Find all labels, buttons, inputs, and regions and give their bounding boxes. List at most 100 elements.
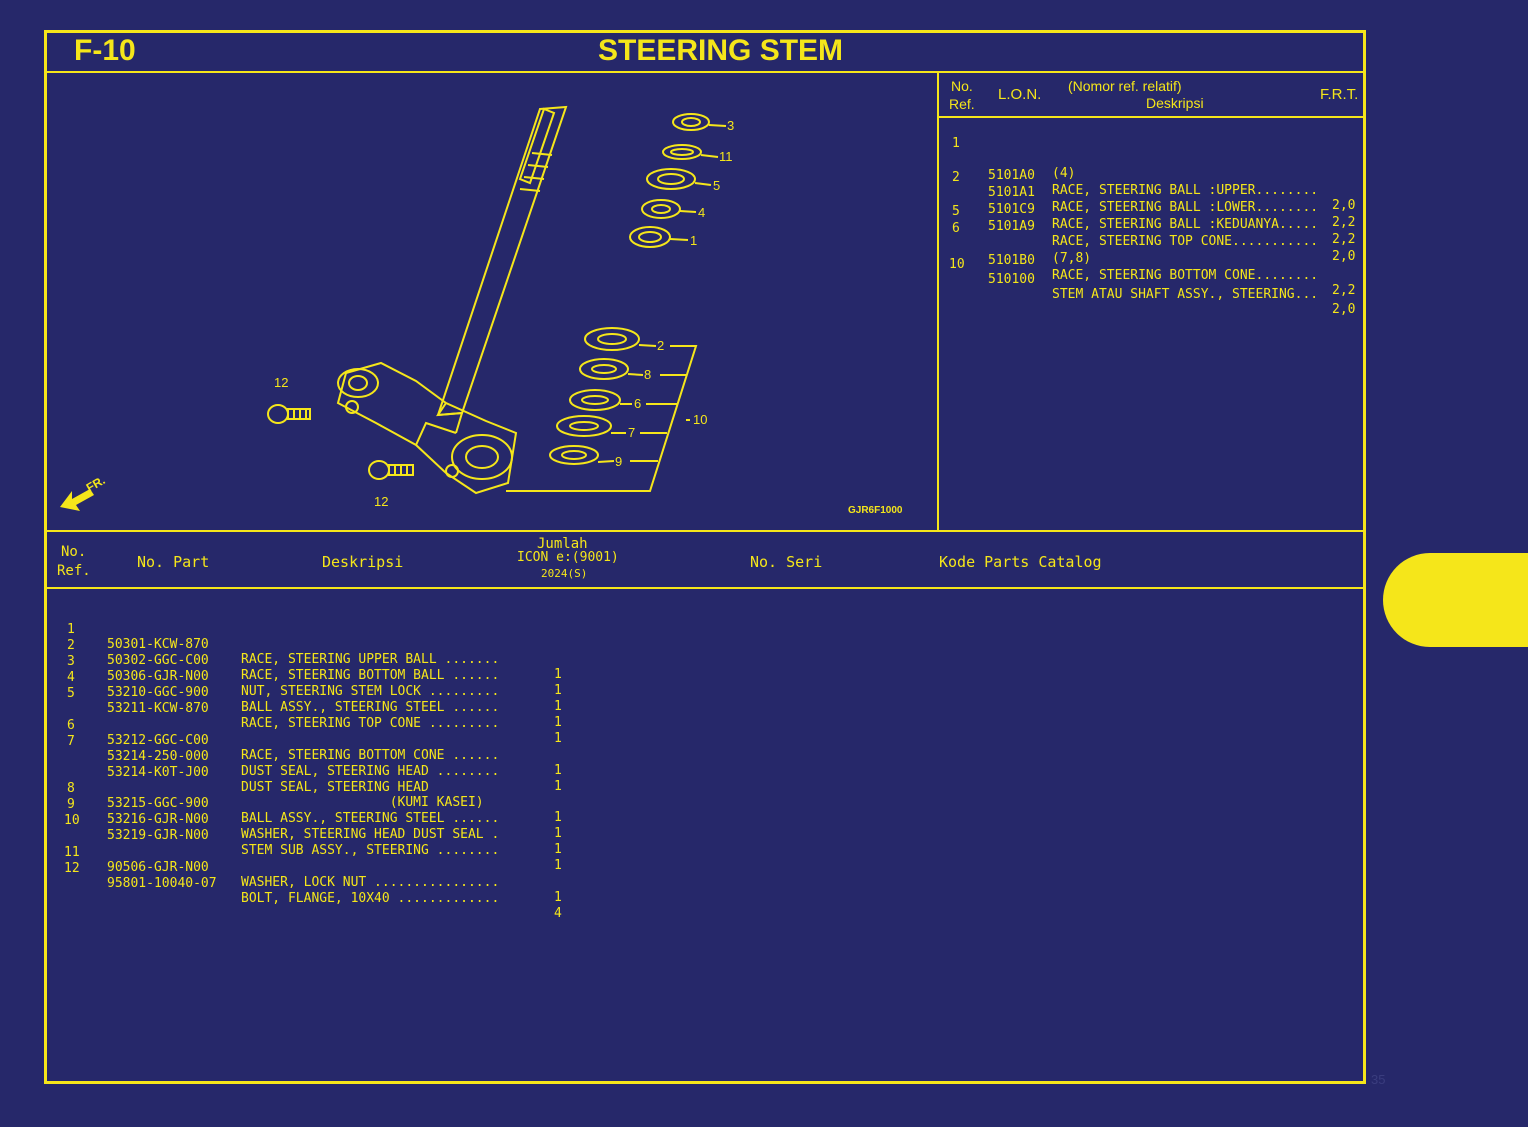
row-part: 53212-GGC-C00 — [107, 733, 209, 748]
table-row: (KUMI KASEI) 1 — [0, 750, 562, 825]
ref-row-frt: 2,0 — [1332, 249, 1356, 264]
ref-header-no: No. — [951, 78, 973, 94]
parts-header-desc: Deskripsi — [322, 553, 404, 571]
row-desc: RACE, STEERING BOTTOM CONE ...... — [241, 748, 500, 763]
table-row: 3 50306-GJR-N00 NUT, STEERING STEM LOCK … — [0, 639, 562, 714]
lower-rings — [506, 327, 698, 492]
parts-header-no: No. — [61, 544, 87, 560]
row-part: 53214-K0T-J00 — [107, 765, 209, 780]
ref-row-lon: 5101B0 — [988, 253, 1035, 268]
row-desc: BALL ASSY., STEERING STEEL ...... — [241, 811, 500, 826]
row-qty: 1 — [554, 763, 562, 778]
ref-row-desc: RACE, STEERING BOTTOM CONE........ — [1052, 268, 1319, 283]
upper-rings — [629, 113, 727, 248]
row-ref: 5 — [67, 686, 75, 701]
steering-stem-drawing — [336, 105, 568, 495]
ref-row-ref: 6 — [952, 221, 960, 236]
ref-row: 6 (7,8) — [0, 206, 1091, 266]
row-qty: 1 — [554, 890, 562, 905]
diagram-divider — [937, 72, 939, 531]
catalog-frame — [44, 30, 1366, 1084]
row-qty: 1 — [554, 810, 562, 825]
table-row: 10 53219-GJR-N00 STEM SUB ASSY., STEERIN… — [0, 798, 562, 873]
ref-header-ref: Ref. — [949, 96, 975, 112]
table-row: 7 53214-250-000 DUST SEAL, STEERING HEAD… — [0, 719, 562, 794]
row-qty: 1 — [554, 715, 562, 730]
ref-row-ref: 10 — [949, 257, 965, 272]
row-desc: (KUMI KASEI) — [241, 795, 484, 810]
ref-row-frt: 2,2 — [1332, 215, 1356, 230]
section-tab[interactable] — [1383, 553, 1528, 647]
ref-row-lon: 5101A9 — [988, 219, 1035, 234]
callout-9: 9 — [615, 454, 623, 469]
ref-row-frt: 2,0 — [1332, 198, 1356, 213]
parts-header-qty-2: ICON e:(9001) — [517, 550, 619, 565]
ref-row: 5101C9 RACE, STEERING BALL :KEDUANYA....… — [0, 172, 1355, 247]
row-qty: 4 — [554, 906, 562, 921]
parts-header-qty-3: 2024(S) — [541, 567, 588, 580]
ref-row: 5101B0 RACE, STEERING BOTTOM CONE.......… — [0, 223, 1355, 298]
parts-header-qty-1: Jumlah — [537, 536, 588, 552]
row-qty: 1 — [554, 699, 562, 714]
row-part: 50306-GJR-N00 — [107, 669, 209, 684]
callout-12-upper: 12 — [274, 375, 289, 390]
ref-row-desc: RACE, STEERING BALL :UPPER........ — [1052, 183, 1319, 198]
ref-row-desc: RACE, STEERING BALL :LOWER........ — [1052, 200, 1319, 215]
row-desc: DUST SEAL, STEERING HEAD — [241, 780, 429, 795]
row-desc: RACE, STEERING BOTTOM BALL ...... — [241, 668, 500, 683]
ref-row: 5 5101A9 RACE, STEERING TOP CONE........… — [0, 189, 1355, 264]
row-ref: 10 — [64, 813, 80, 828]
ref-header-desc-2: Deskripsi — [1146, 95, 1204, 111]
header-divider — [46, 71, 1364, 73]
row-ref: 4 — [67, 670, 75, 685]
callout-11: 11 — [719, 149, 733, 164]
row-part: 53219-GJR-N00 — [107, 828, 209, 843]
ref-row-frt: 2,0 — [1332, 302, 1356, 317]
row-ref: 2 — [67, 638, 75, 653]
ref-row-frt: 2,2 — [1332, 283, 1356, 298]
ref-header-frt: F.R.T. — [1320, 86, 1359, 103]
ref-row-lon: 510100 — [988, 272, 1035, 287]
row-qty: 1 — [554, 779, 562, 794]
row-ref: 3 — [67, 654, 75, 669]
diagram-bottom-divider — [46, 530, 1364, 532]
row-part: 53211-KCW-870 — [107, 701, 209, 716]
callout-6: 6 — [634, 396, 642, 411]
page-number: 35 — [1371, 1072, 1386, 1087]
table-row: 1 50301-KCW-870 RACE, STEERING UPPER BAL… — [0, 607, 562, 682]
table-row: 4 53210-GGC-900 BALL ASSY., STEERING STE… — [0, 655, 562, 730]
parts-header-serial: No. Seri — [750, 553, 823, 571]
ref-row-ref: 5 — [952, 204, 960, 219]
ref-row: 5101A0 RACE, STEERING BALL :UPPER.......… — [0, 138, 1355, 213]
row-desc: BOLT, FLANGE, 10X40 ............. — [241, 891, 500, 906]
callout-5: 5 — [713, 178, 721, 193]
ref-row-ref: 2 — [952, 170, 960, 185]
row-part: 53216-GJR-N00 — [107, 812, 209, 827]
callout-1: 1 — [690, 233, 698, 248]
bolt-12-lower — [368, 460, 414, 480]
callout-2: 2 — [657, 338, 665, 353]
row-desc: DUST SEAL, STEERING HEAD ........ — [241, 764, 500, 779]
row-part: 50302-GGC-C00 — [107, 653, 209, 668]
row-desc: BALL ASSY., STEERING STEEL ...... — [241, 700, 500, 715]
row-ref: 9 — [67, 797, 75, 812]
page-title: STEERING STEM — [598, 34, 844, 67]
ref-header-divider — [939, 116, 1364, 118]
callout-3: 3 — [727, 118, 735, 133]
ref-header-desc-1: (Nomor ref. relatif) — [1068, 78, 1182, 94]
ref-row-lon: 5101A0 — [988, 168, 1035, 183]
row-part: 53215-GGC-900 — [107, 796, 209, 811]
table-row: 5 53211-KCW-870 RACE, STEERING TOP CONE … — [0, 671, 562, 746]
parts-header-divider — [46, 587, 1364, 589]
row-ref: 8 — [67, 781, 75, 796]
row-part: 53210-GGC-900 — [107, 685, 209, 700]
row-ref: 12 — [64, 861, 80, 876]
row-desc: RACE, STEERING UPPER BALL ....... — [241, 652, 500, 667]
callout-12-lower: 12 — [374, 494, 389, 509]
row-part: 95801-10040-07 — [107, 876, 217, 891]
callout-7: 7 — [628, 425, 636, 440]
row-desc: STEM SUB ASSY., STEERING ........ — [241, 843, 500, 858]
parts-header-part: No. Part — [137, 553, 210, 571]
row-part: 90506-GJR-N00 — [107, 860, 209, 875]
table-row: 8 53215-GGC-900 BALL ASSY., STEERING STE… — [0, 766, 562, 841]
